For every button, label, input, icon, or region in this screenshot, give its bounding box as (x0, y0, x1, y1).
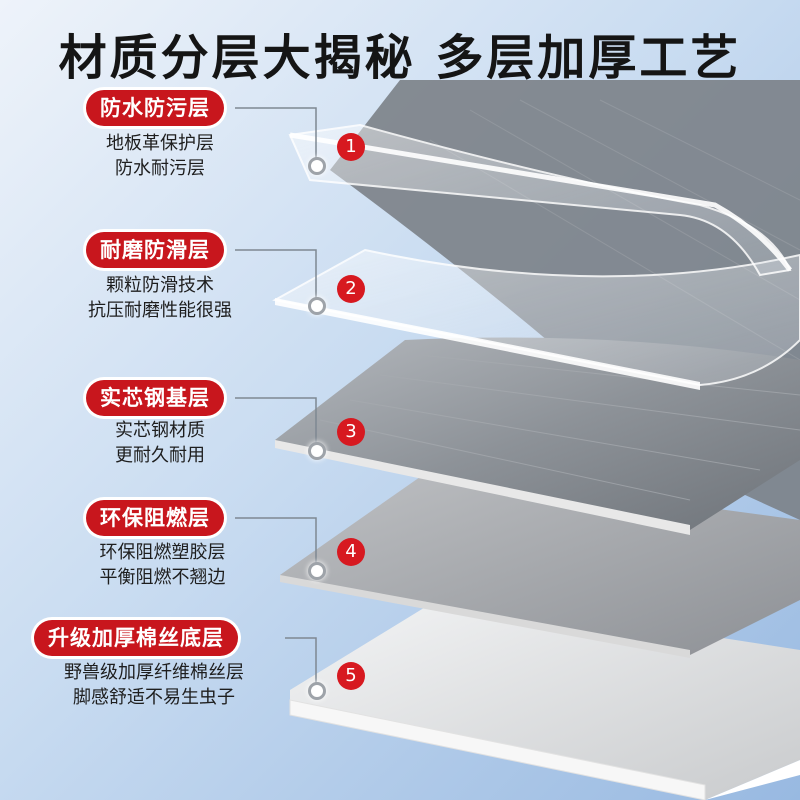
layer-3-edge (275, 440, 690, 535)
layer-2-description: 颗粒防滑技术 抗压耐磨性能很强 (70, 273, 250, 323)
layer-2-film (272, 248, 800, 387)
layer-4-description: 环保阻燃塑胶层 平衡阻燃不翘边 (75, 540, 250, 590)
layer-3-grain (319, 354, 800, 501)
layer-5-line-2: 脚感舒适不易生虫子 (73, 687, 235, 708)
layer-2-marker (308, 297, 326, 315)
layer-4-line-2: 平衡阻燃不翘边 (99, 567, 226, 588)
layer-1-description: 地板革保护层 防水耐污层 (90, 131, 230, 181)
layer-4-badge: 环保阻燃层 (86, 500, 224, 536)
layer-1-number: 1 (337, 133, 365, 161)
layer-2-badge: 耐磨防滑层 (86, 232, 224, 268)
layer-2-line-1: 颗粒防滑技术 (106, 275, 214, 296)
layer-2-number: 2 (337, 275, 365, 303)
layer-3-line-1: 实芯钢材质 (115, 420, 205, 441)
layer-3-number: 3 (337, 418, 365, 446)
layer-1-edge (289, 132, 792, 272)
layer-2-line-2: 抗压耐磨性能很强 (88, 300, 232, 321)
layer-5-description: 野兽级加厚纤维棉丝层 脚感舒适不易生虫子 (44, 660, 264, 710)
layer-5-badge: 升级加厚棉丝底层 (34, 620, 238, 656)
connector-lines (235, 107, 317, 690)
layer-1-line-1: 地板革保护层 (106, 133, 214, 154)
layer-5-fibre-edge (289, 699, 706, 800)
layer-5-number: 5 (337, 662, 365, 690)
layer-3-description: 实芯钢材质 更耐久耐用 (90, 418, 230, 468)
layer-4-edge (280, 575, 690, 658)
layer-4-number: 4 (337, 538, 365, 566)
layer-4-marker (308, 562, 326, 580)
layer-5-marker (308, 682, 326, 700)
layer-2-edge (275, 298, 700, 390)
layer-3-sheet (275, 337, 800, 530)
layer-3-line-2: 更耐久耐用 (115, 445, 205, 466)
page-title: 材质分层大揭秘 多层加厚工艺 (58, 30, 742, 86)
layer-4-line-1: 环保阻燃塑胶层 (99, 542, 226, 563)
layer-1-line-2: 防水耐污层 (115, 158, 205, 179)
layer-3-badge: 实芯钢基层 (86, 380, 224, 416)
layer-1-badge: 防水防污层 (86, 90, 224, 126)
layer-5-line-1: 野兽级加厚纤维棉丝层 (64, 662, 244, 683)
layer-1-marker (308, 157, 326, 175)
layer-3-marker (308, 442, 326, 460)
